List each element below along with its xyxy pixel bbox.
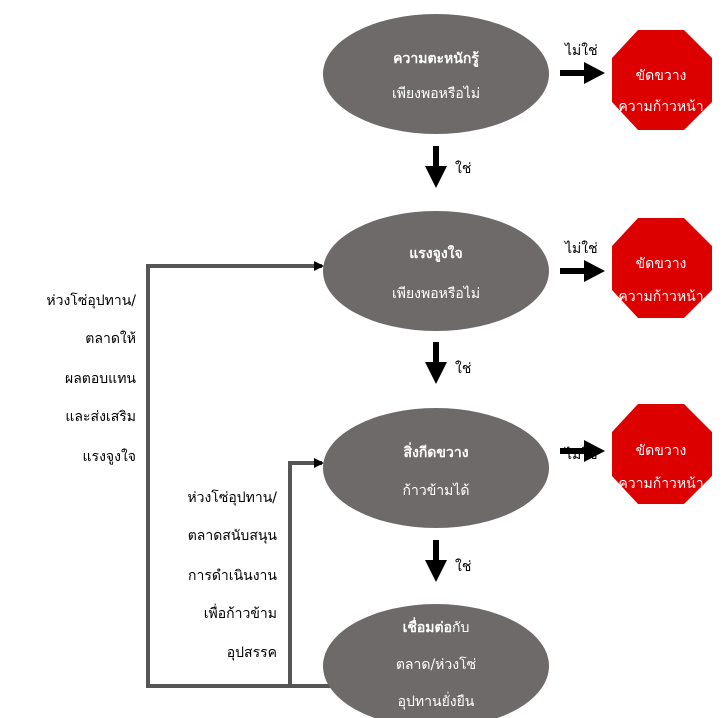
stop-sign-2-line1: ขัดขวาง bbox=[636, 256, 687, 272]
node-connect-title-rest: กับ bbox=[452, 620, 469, 636]
side-label-inner-line: เพื่อก้าวข้าม bbox=[204, 604, 277, 622]
right-arrow-3 bbox=[560, 440, 605, 462]
stop-sign-2-line2: ความก้าวหน้า bbox=[618, 289, 703, 305]
no-label-3: ไม่ใช่ bbox=[564, 446, 598, 463]
node-obstacles-subtitle: ก้าวข้ามได้ bbox=[403, 482, 470, 499]
down-arrow-1 bbox=[425, 146, 447, 188]
stop-sign-1-line2: ความก้าวหน้า bbox=[618, 99, 703, 115]
side-label-inner: ห่วงโซ่อุปทาน/ ตลาดสนับสนุน การดำเนินงาน… bbox=[187, 489, 277, 661]
yes-label-2: ใช่ bbox=[455, 360, 471, 377]
no-label-1: ไม่ใช่ bbox=[564, 42, 598, 59]
node-obstacles-title: สิ่งกีดขวาง bbox=[403, 442, 469, 461]
stop-sign-1-line1: ขัดขวาง bbox=[636, 68, 687, 84]
side-label-inner-line: อุปสรรค bbox=[227, 645, 277, 661]
node-motivation-subtitle: เพียงพอหรือไม่ bbox=[392, 285, 480, 302]
side-label-outer-line: และส่งเสริม bbox=[65, 409, 136, 425]
side-label-inner-line: ห่วงโซ่อุปทาน/ bbox=[187, 489, 277, 506]
stop-sign-1: ขัดขวาง ความก้าวหน้า bbox=[612, 30, 712, 130]
side-label-inner-line: การดำเนินงาน bbox=[188, 568, 277, 584]
node-connect-line2: ตลาด/ห่วงโซ่ bbox=[396, 656, 476, 673]
yes-label-3: ใช่ bbox=[455, 558, 471, 575]
side-label-inner-line: ตลาดสนับสนุน bbox=[188, 528, 278, 544]
stop-sign-3: ขัดขวาง ความก้าวหน้า bbox=[612, 404, 712, 504]
no-label-2: ไม่ใช่ bbox=[564, 240, 598, 257]
right-arrow-2 bbox=[560, 260, 605, 282]
node-awareness-subtitle: เพียงพอหรือไม่ bbox=[392, 85, 480, 102]
side-label-outer-line: ห่วงโซ่อุปทาน/ bbox=[46, 292, 136, 309]
node-obstacles: สิ่งกีดขวาง ก้าวข้ามได้ bbox=[323, 408, 549, 528]
right-arrow-1 bbox=[560, 62, 605, 84]
svg-text:เชื่อมต่อกับ: เชื่อมต่อกับ bbox=[403, 617, 470, 636]
node-connect-title-bold: เชื่อมต่อ bbox=[403, 617, 452, 636]
node-connect-line3: อุปทานยั่งยืน bbox=[398, 692, 475, 710]
stop-sign-3-line2: ความก้าวหน้า bbox=[618, 476, 703, 492]
node-awareness-title: ความตะหนักรู้ bbox=[393, 51, 479, 67]
stop-sign-2: ขัดขวาง ความก้าวหน้า bbox=[612, 218, 712, 318]
side-label-outer-line: ตลาดให้ bbox=[85, 330, 136, 347]
node-connect-market: เชื่อมต่อกับ ตลาด/ห่วงโซ่ อุปทานยั่งยืน bbox=[323, 604, 549, 718]
down-arrow-2 bbox=[425, 342, 447, 384]
node-awareness: ความตะหนักรู้ เพียงพอหรือไม่ bbox=[323, 14, 549, 134]
side-label-outer-line: ผลตอบแทน bbox=[65, 371, 136, 387]
node-motivation-title: แรงจูงใจ bbox=[409, 244, 462, 262]
loop-line-outer bbox=[146, 261, 333, 688]
side-label-outer-line: แรงจูงใจ bbox=[83, 448, 136, 465]
side-label-outer: ห่วงโซ่อุปทาน/ ตลาดให้ ผลตอบแทน และส่งเส… bbox=[46, 292, 136, 465]
node-motivation: แรงจูงใจ เพียงพอหรือไม่ bbox=[323, 211, 549, 331]
stop-sign-3-line1: ขัดขวาง bbox=[636, 443, 687, 459]
yes-label-1: ใช่ bbox=[455, 160, 471, 177]
loop-line-inner bbox=[288, 458, 333, 688]
down-arrow-3 bbox=[425, 540, 447, 582]
